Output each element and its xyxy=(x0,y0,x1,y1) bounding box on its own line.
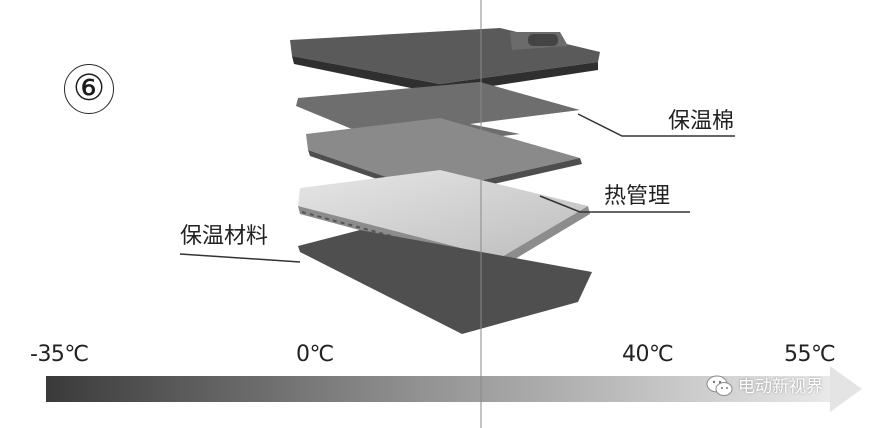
leader-line-insulation-material xyxy=(179,253,301,263)
temp-label-minus-35: -35℃ xyxy=(30,342,89,367)
leader-line-heat-management xyxy=(539,195,690,213)
label-insulation-material: 保温材料 xyxy=(180,224,269,249)
wechat-icon xyxy=(706,375,733,396)
insulation-material-layer xyxy=(298,230,592,334)
temperature-arrow xyxy=(46,366,862,412)
step-number-badge: ⑥ xyxy=(64,64,114,114)
leader-line-insulation-cotton xyxy=(577,113,735,137)
middle-plate-layer xyxy=(306,118,582,198)
label-heat-management: 热管理 xyxy=(604,184,671,209)
battery-top-cover xyxy=(290,28,600,94)
watermark-text: 电动新视界 xyxy=(738,377,823,397)
temp-label-40: 40℃ xyxy=(622,342,674,367)
temp-label-55: 55℃ xyxy=(784,342,836,367)
label-insulation-cotton: 保温棉 xyxy=(668,109,735,134)
temp-label-0: 0℃ xyxy=(296,342,334,367)
